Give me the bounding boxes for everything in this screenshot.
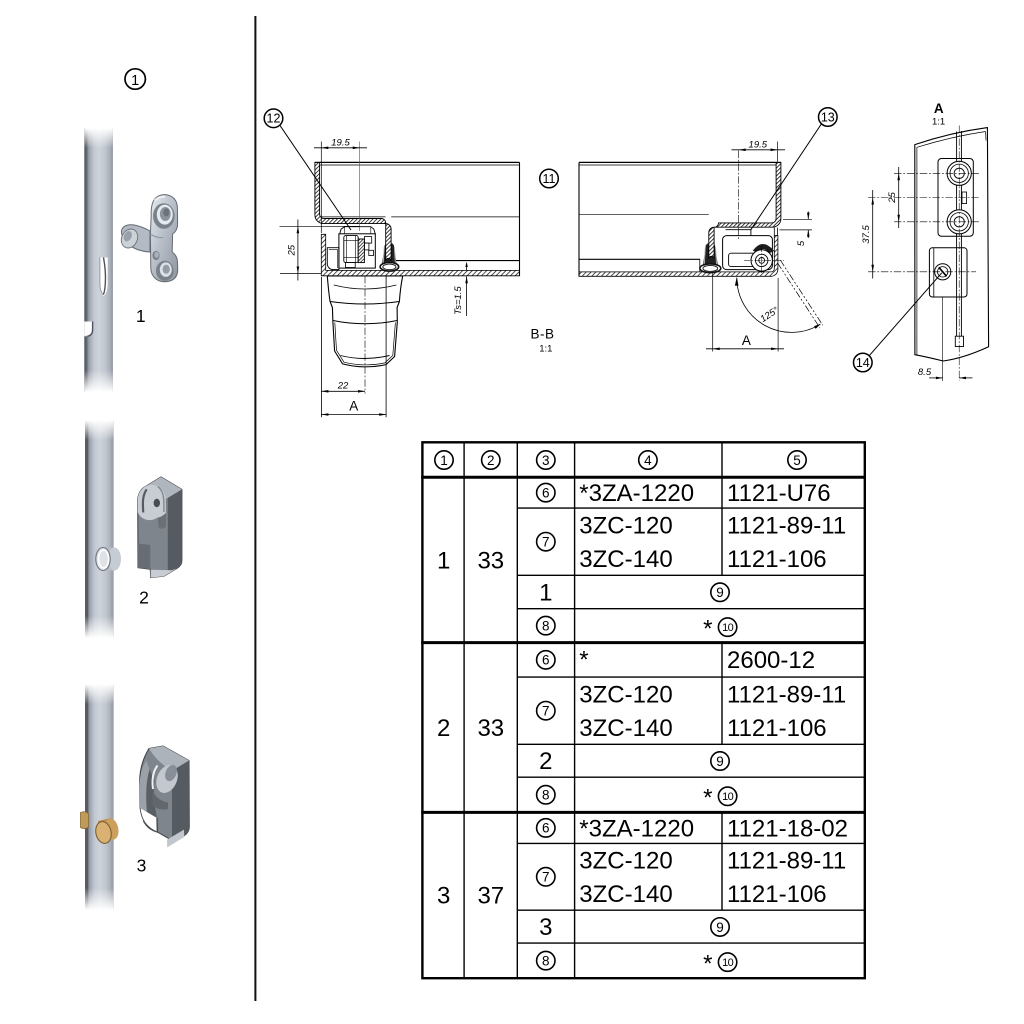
svg-text:9: 9 xyxy=(716,920,724,935)
svg-text:4: 4 xyxy=(644,453,652,468)
svg-text:14: 14 xyxy=(856,356,870,370)
svg-text:*: * xyxy=(703,950,712,977)
svg-text:B-B: B-B xyxy=(530,327,554,342)
svg-text:Ts=1.5: Ts=1.5 xyxy=(453,286,464,315)
svg-text:1121-89-11: 1121-89-11 xyxy=(727,512,846,539)
svg-text:1121-18-02: 1121-18-02 xyxy=(727,815,848,842)
svg-text:11: 11 xyxy=(543,172,556,186)
svg-text:19.5: 19.5 xyxy=(331,137,350,148)
svg-text:A: A xyxy=(742,333,751,348)
svg-text:*: * xyxy=(703,784,712,811)
svg-text:6: 6 xyxy=(542,653,550,668)
svg-text:13: 13 xyxy=(821,110,835,124)
svg-text:8: 8 xyxy=(542,953,550,968)
svg-text:*: * xyxy=(579,647,588,674)
svg-text:*3ZA-1220: *3ZA-1220 xyxy=(579,480,694,507)
svg-text:2: 2 xyxy=(487,453,495,468)
svg-text:1121-106: 1121-106 xyxy=(727,715,827,742)
svg-text:3: 3 xyxy=(542,453,550,468)
svg-text:A: A xyxy=(349,399,358,414)
svg-text:25: 25 xyxy=(887,192,898,204)
svg-text:6: 6 xyxy=(542,485,550,500)
svg-text:5: 5 xyxy=(793,453,801,468)
svg-text:12: 12 xyxy=(267,112,281,126)
svg-text:2: 2 xyxy=(437,715,450,742)
svg-text:1: 1 xyxy=(131,73,139,89)
svg-text:7: 7 xyxy=(542,704,550,719)
svg-text:10: 10 xyxy=(722,791,734,803)
svg-text:7: 7 xyxy=(542,535,550,550)
svg-text:8.5: 8.5 xyxy=(918,367,932,378)
svg-text:1: 1 xyxy=(136,306,146,326)
svg-text:8: 8 xyxy=(542,618,550,633)
svg-text:1121-89-11: 1121-89-11 xyxy=(727,681,846,708)
svg-text:1: 1 xyxy=(437,547,450,574)
svg-text:1: 1 xyxy=(440,453,448,468)
svg-text:1121-106: 1121-106 xyxy=(727,881,827,908)
svg-text:33: 33 xyxy=(477,715,504,742)
svg-text:1:1: 1:1 xyxy=(932,117,945,128)
svg-text:3ZC-120: 3ZC-120 xyxy=(579,512,672,539)
svg-text:3ZC-140: 3ZC-140 xyxy=(579,881,672,908)
svg-text:A: A xyxy=(934,101,944,116)
svg-text:6: 6 xyxy=(542,821,550,836)
svg-text:*3ZA-1220: *3ZA-1220 xyxy=(579,815,694,842)
svg-text:10: 10 xyxy=(722,957,734,969)
svg-text:3ZC-140: 3ZC-140 xyxy=(579,546,672,573)
svg-text:3ZC-120: 3ZC-120 xyxy=(579,848,672,875)
svg-text:5: 5 xyxy=(796,240,807,246)
svg-text:37.5: 37.5 xyxy=(861,225,872,244)
svg-text:2600-12: 2600-12 xyxy=(727,647,815,674)
svg-text:3ZC-140: 3ZC-140 xyxy=(579,715,672,742)
svg-text:3: 3 xyxy=(137,856,147,876)
svg-text:37: 37 xyxy=(477,883,504,910)
svg-text:1: 1 xyxy=(539,579,552,606)
svg-text:3ZC-120: 3ZC-120 xyxy=(579,681,672,708)
svg-text:1121-89-11: 1121-89-11 xyxy=(727,848,846,875)
svg-text:125°: 125° xyxy=(758,305,781,325)
svg-text:7: 7 xyxy=(542,870,550,885)
svg-text:33: 33 xyxy=(477,547,504,574)
svg-text:22: 22 xyxy=(337,380,349,391)
svg-text:1121-U76: 1121-U76 xyxy=(727,480,831,507)
svg-text:2: 2 xyxy=(139,588,149,608)
svg-text:1121-106: 1121-106 xyxy=(727,546,827,573)
svg-text:2: 2 xyxy=(539,748,552,775)
svg-text:*: * xyxy=(703,615,712,642)
svg-text:10: 10 xyxy=(722,622,734,634)
svg-text:19.5: 19.5 xyxy=(749,139,768,150)
svg-text:1:1: 1:1 xyxy=(539,344,552,355)
svg-text:8: 8 xyxy=(542,788,550,803)
svg-text:25: 25 xyxy=(287,244,298,256)
svg-text:3: 3 xyxy=(437,883,450,910)
svg-text:3: 3 xyxy=(539,914,552,941)
svg-text:9: 9 xyxy=(716,585,724,600)
svg-text:9: 9 xyxy=(716,754,724,769)
